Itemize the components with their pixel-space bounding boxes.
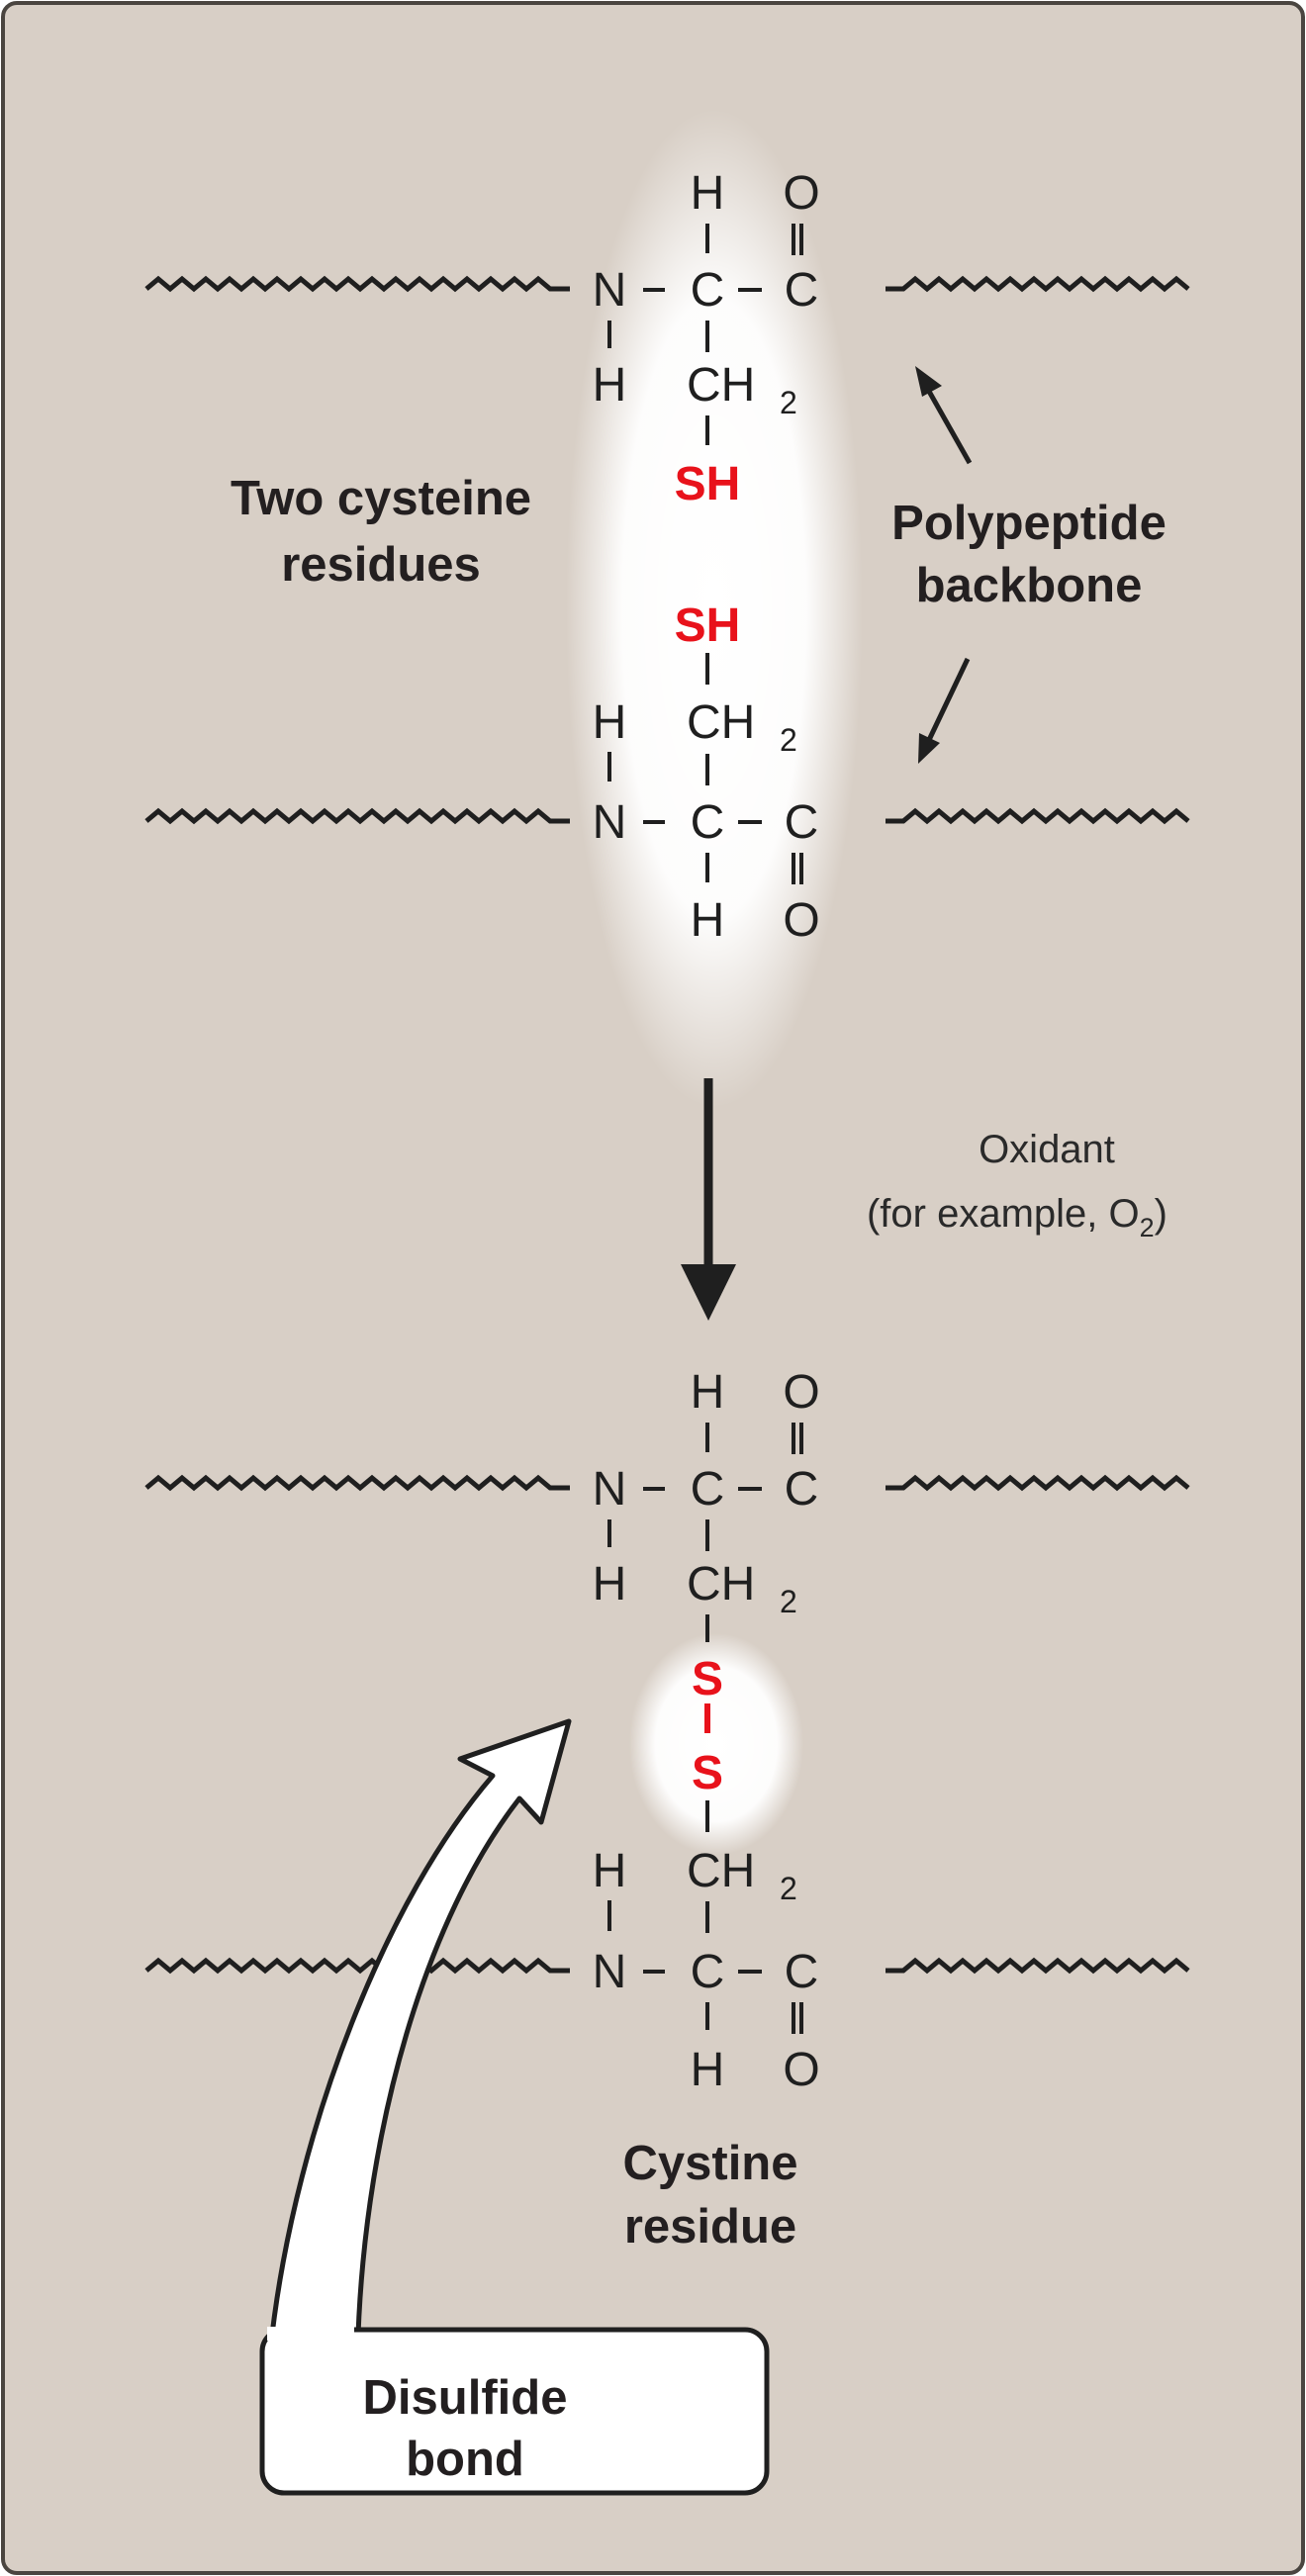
cysteine-residue-1: H O N C C H CH 2 SH bbox=[146, 167, 1188, 510]
cysteine-residue-2: SH H CH 2 N C C H O bbox=[146, 599, 1188, 947]
alpha-c: C bbox=[691, 1463, 725, 1516]
carbonyl-c: C bbox=[785, 1463, 819, 1516]
carbonyl-o: O bbox=[783, 2044, 819, 2096]
alpha-h: H bbox=[691, 167, 725, 220]
ch2-group: CH bbox=[687, 359, 755, 412]
amide-n: N bbox=[593, 796, 627, 849]
disulfide-bond-label-line2: bond bbox=[406, 2433, 524, 2486]
alpha-h: H bbox=[691, 1366, 725, 1419]
cystine-residue-label: Cystine bbox=[622, 2137, 797, 2190]
disulfide-highlight-glow bbox=[629, 1633, 803, 1855]
ch2-group: CH bbox=[687, 1558, 755, 1610]
carbonyl-o: O bbox=[783, 167, 819, 220]
polypeptide-backbone-label-line2: backbone bbox=[916, 559, 1143, 612]
amide-n: N bbox=[593, 1946, 627, 1998]
oxidant-label: Oxidant bbox=[979, 1128, 1115, 1171]
carbonyl-c: C bbox=[785, 796, 819, 849]
amide-h: H bbox=[593, 1558, 627, 1610]
two-cysteine-label: Two cysteine bbox=[231, 472, 531, 525]
carbonyl-o: O bbox=[783, 1366, 819, 1419]
ch2-subscript: 2 bbox=[780, 1871, 797, 1906]
carbonyl-o: O bbox=[783, 894, 819, 947]
alpha-c: C bbox=[691, 264, 725, 317]
oxidant-example-label: (for example, O2) bbox=[867, 1192, 1167, 1242]
disulfide-bridge: S S bbox=[692, 1653, 723, 1799]
ch2-group: CH bbox=[687, 696, 755, 749]
thiol-sh: SH bbox=[675, 458, 741, 510]
cystine-residue-lower: H CH 2 N C C H O bbox=[146, 1800, 1188, 2096]
two-cysteine-label-line2: residues bbox=[281, 538, 481, 592]
amide-n: N bbox=[593, 1463, 627, 1516]
amide-h: H bbox=[593, 696, 627, 749]
cystine-residue-label-line2: residue bbox=[624, 2200, 796, 2254]
pointer-arrow-icon bbox=[918, 657, 971, 764]
polypeptide-backbone-label: Polypeptide bbox=[891, 497, 1166, 550]
ch2-group: CH bbox=[687, 1845, 755, 1897]
alpha-h: H bbox=[691, 2044, 725, 2096]
disulfide-bond-label: Disulfide bbox=[363, 2371, 568, 2425]
sulfur-atom: S bbox=[692, 1747, 723, 1799]
alpha-c: C bbox=[691, 1946, 725, 1998]
down-arrow-icon bbox=[681, 1078, 736, 1321]
alpha-h: H bbox=[691, 894, 725, 947]
cystine-residue-upper: H O N C C H CH 2 bbox=[146, 1366, 1188, 1642]
ch2-subscript: 2 bbox=[780, 1584, 797, 1619]
pointer-arrow-icon bbox=[915, 366, 973, 465]
carbonyl-c: C bbox=[785, 1946, 819, 1998]
carbonyl-c: C bbox=[785, 264, 819, 317]
cysteine-highlight-glow bbox=[566, 109, 863, 1108]
thiol-sh: SH bbox=[675, 599, 741, 652]
sulfur-atom: S bbox=[692, 1653, 723, 1705]
amide-h: H bbox=[593, 359, 627, 412]
amide-h: H bbox=[593, 1845, 627, 1897]
ch2-subscript: 2 bbox=[780, 385, 797, 420]
ch2-subscript: 2 bbox=[780, 722, 797, 758]
curved-callout-arrow-icon bbox=[259, 1718, 770, 2496]
alpha-c: C bbox=[691, 796, 725, 849]
amide-n: N bbox=[593, 264, 627, 317]
